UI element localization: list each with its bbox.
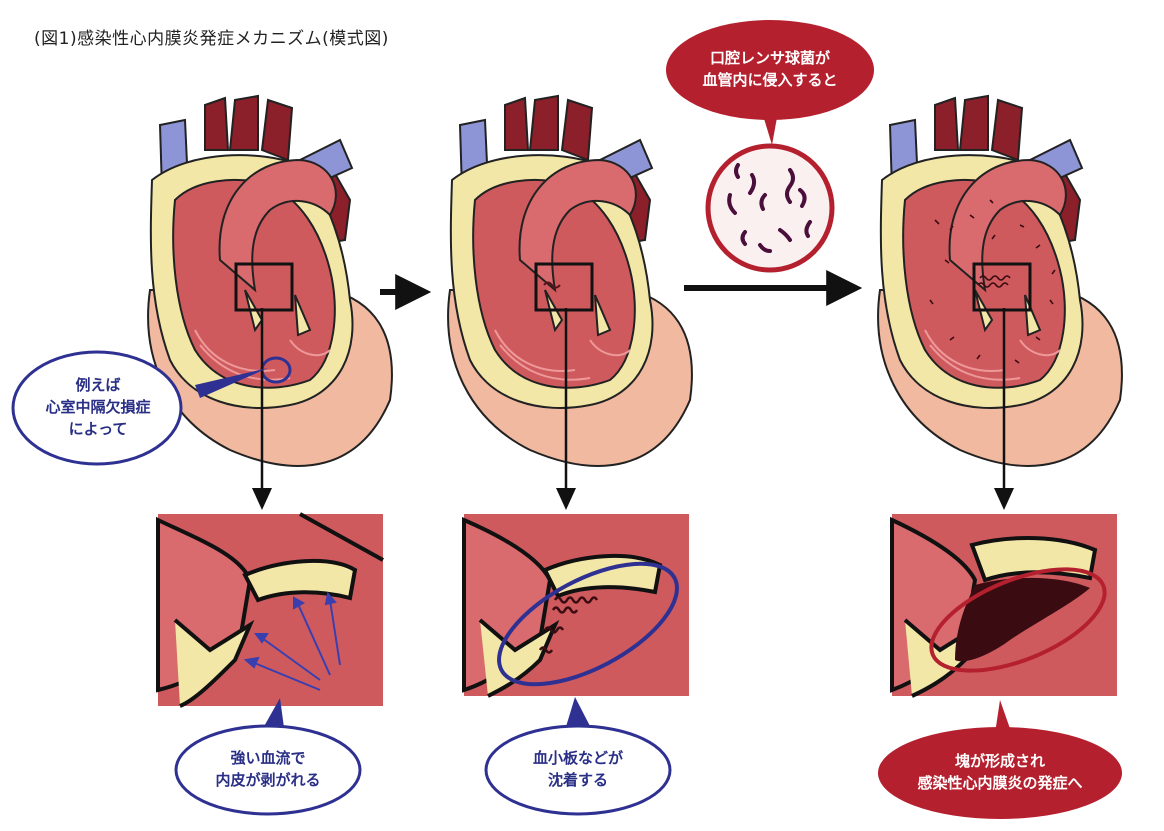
bacteria-colonization bbox=[929, 199, 1056, 364]
blood-flow-arrows bbox=[243, 591, 341, 691]
callout-bubble-septal bbox=[11, 350, 268, 466]
bacteria-invasion-label: 口腔レンサ球菌が 血管内に侵入すると bbox=[702, 49, 838, 89]
highlight-ellipse-3 bbox=[929, 567, 1107, 673]
arrow-down-icon bbox=[252, 488, 272, 510]
heart-illustration-3 bbox=[877, 95, 1123, 467]
arrow-down-icon bbox=[556, 488, 576, 510]
callout-bubble-platelets bbox=[484, 697, 672, 816]
callout-bubble-onset bbox=[878, 700, 1122, 819]
heart-illustration-1 bbox=[147, 95, 393, 467]
callout-bubble-bacteria bbox=[666, 20, 874, 145]
septal-defect-label: 例えば 心室中隔欠損症 によって bbox=[45, 376, 151, 438]
platelets-label: 血小板などが 沈着する bbox=[532, 749, 623, 789]
zoom-panel-3 bbox=[890, 514, 1117, 698]
vegetation-mass bbox=[955, 577, 1090, 662]
zoom-panel-2 bbox=[462, 514, 689, 698]
bacteria-icon bbox=[705, 143, 835, 273]
zoom-box-1 bbox=[234, 262, 294, 312]
heart-illustration-2 bbox=[447, 95, 693, 467]
blood-flow-label: 強い血流で 内皮が剥がれる bbox=[215, 749, 321, 789]
highlight-ellipse-2 bbox=[497, 561, 679, 687]
zoom-panel-1 bbox=[156, 512, 384, 708]
figure-title: (図1)感染性心内膜炎発症メカニズム(模式図) bbox=[34, 29, 389, 49]
arrow-down-icon bbox=[994, 488, 1014, 510]
onset-label: 塊が形成され 感染性心内膜炎の発症へ bbox=[917, 752, 1083, 792]
callout-bubble-bloodflow bbox=[174, 698, 362, 816]
platelet-deposits bbox=[538, 596, 599, 654]
